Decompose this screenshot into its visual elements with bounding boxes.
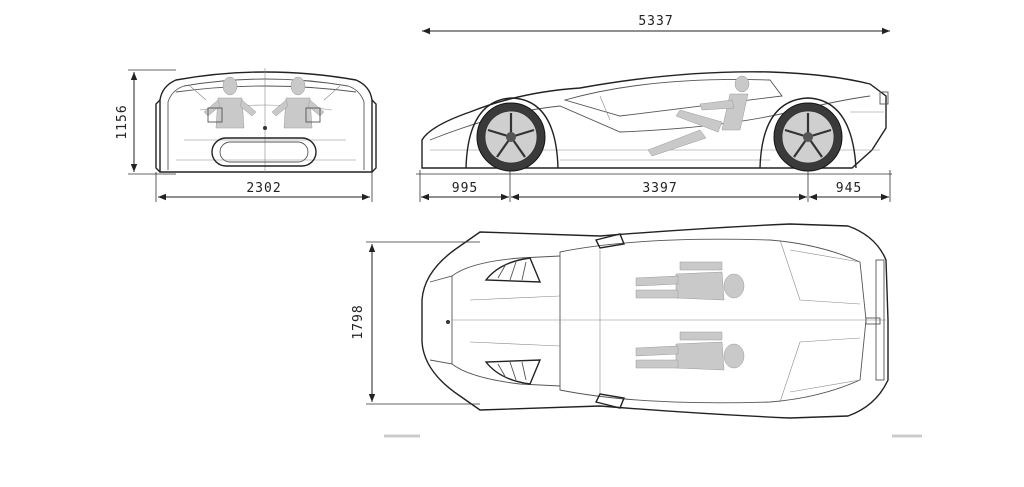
height-label: 1156 [115, 104, 130, 139]
top-width-dimension: 1798 [351, 241, 480, 405]
front-view [155, 68, 377, 173]
top-view [384, 223, 922, 438]
rear-overhang-label: 945 [836, 181, 862, 196]
front-overhang-label: 995 [452, 181, 478, 196]
side-sub-dimensions: 995 3397 945 [416, 170, 892, 202]
side-mannequin [647, 75, 750, 157]
front-width-dimension: 2302 [155, 172, 373, 202]
wheelbase-label: 3397 [642, 181, 677, 196]
front-mannequin-right [271, 76, 325, 129]
front-mannequin-left [203, 76, 257, 129]
top-front-vent-lower [484, 359, 542, 385]
side-rear-wheel [773, 102, 843, 172]
top-mannequin-upper [635, 261, 745, 301]
front-width-label: 2302 [246, 181, 281, 196]
length-label: 5337 [638, 14, 673, 29]
side-view [421, 71, 889, 172]
top-mannequin-lower [635, 331, 745, 371]
side-front-wheel [476, 102, 546, 172]
height-dimension: 1156 [115, 69, 176, 175]
length-dimension: 5337 [422, 14, 890, 35]
top-width-label: 1798 [351, 304, 366, 339]
top-front-vent-upper [484, 257, 542, 283]
